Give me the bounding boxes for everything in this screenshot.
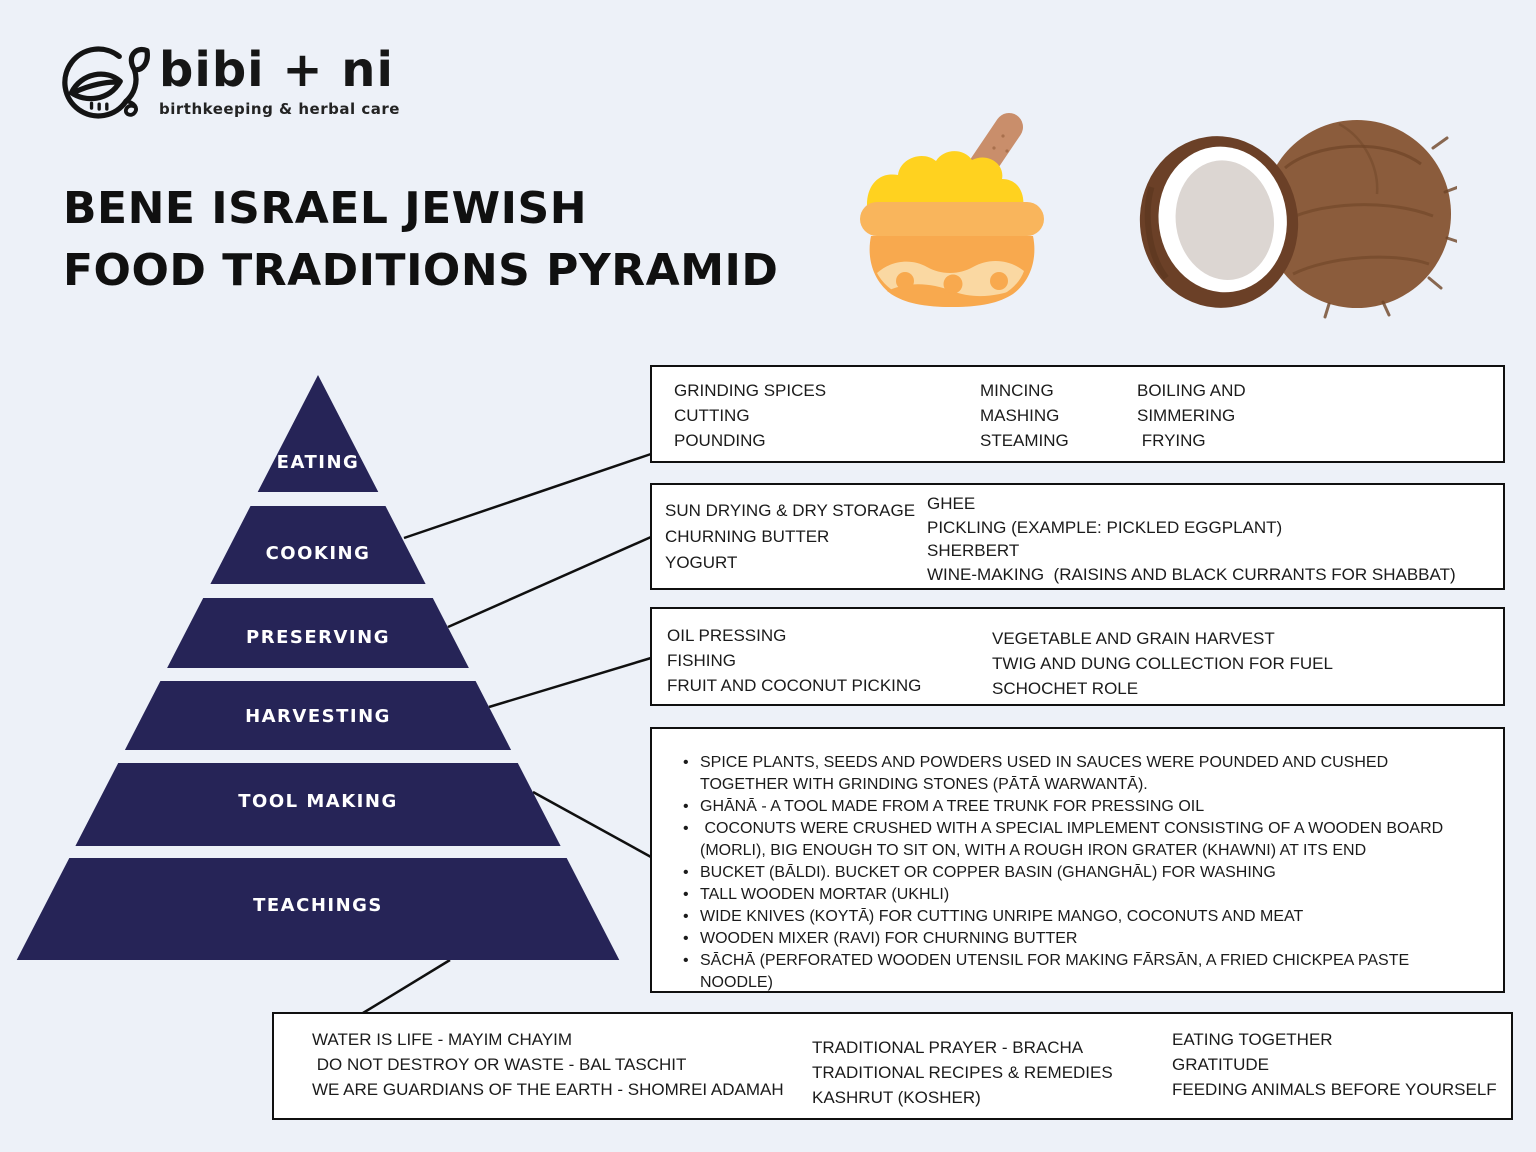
tool-making-box: SPICE PLANTS, SEEDS AND POWDERS USED IN … xyxy=(650,727,1505,993)
pyramid-level-tool-making xyxy=(75,763,561,846)
connector-harvesting xyxy=(488,656,652,709)
harvesting-activity: FRUIT AND COCONUT PICKING xyxy=(667,676,922,695)
cooking-methods-box: GRINDING SPICES CUTTING POUNDING MINCING MA… xyxy=(650,365,1505,463)
preserving-method: CHURNING BUTTER xyxy=(665,527,830,546)
cooking-col-1: GRINDING SPICES CUTTING POUNDING xyxy=(674,378,980,472)
tool-making-bullet: BUCKET (BĀLDI). BUCKET OR COPPER BASIN (… xyxy=(678,862,1479,884)
harvesting-activity: TWIG AND DUNG COLLECTION FOR FUEL xyxy=(992,654,1333,673)
cooking-col-3: BOILING AND SIMMERING FRYING xyxy=(1137,378,1287,472)
tool-making-bullet: WIDE KNIVES (KOYTĀ) FOR CUTTING UNRIPE M… xyxy=(678,906,1479,928)
teachings-col-3: EATING TOGETHER GRATITUDE FEEDING ANIMALS … xyxy=(1172,1014,1511,1118)
cooking-method: FRYING xyxy=(1137,431,1206,450)
teaching: TRADITIONAL PRAYER - BRACHA xyxy=(812,1038,1084,1057)
harvesting-col-2: VEGETABLE AND GRAIN HARVEST TWIG AND DUNG… xyxy=(992,609,1503,704)
page-title: BENE ISRAEL JEWISH FOOD TRADITIONS PYRAM… xyxy=(63,178,778,302)
pyramid-level-harvesting xyxy=(124,681,512,750)
pyramid-level-cooking xyxy=(210,506,426,584)
teaching: EATING TOGETHER xyxy=(1172,1030,1333,1049)
bowl-with-spoon-icon xyxy=(860,113,1044,307)
harvesting-activities-box: OIL PRESSING FISHING FRUIT AND COCONUT PIC… xyxy=(650,607,1505,706)
preserving-methods-box: SUN DRYING & DRY STORAGE CHURNING BUTTER Y… xyxy=(650,483,1505,590)
preserving-method: PICKLING (EXAMPLE: PICKLED EGGPLANT) xyxy=(927,517,1283,537)
harvesting-col-1: OIL PRESSING FISHING FRUIT AND COCONUT PIC… xyxy=(667,609,992,704)
cooking-col-2: MINCING MASHING STEAMING xyxy=(980,378,1137,472)
tool-making-bullet: WOODEN MIXER (RAVI) FOR CHURNING BUTTER xyxy=(678,928,1479,950)
teaching: TRADITIONAL RECIPES & REMEDIES xyxy=(812,1063,1113,1082)
title-line-2: FOOD TRADITIONS PYRAMID xyxy=(63,245,779,296)
logo-text: bibi + ni birthkeeping & herbal care xyxy=(159,44,400,118)
logo: bibi + ni birthkeeping & herbal care xyxy=(55,44,400,130)
teachings-col-1: WATER IS LIFE - MAYIM CHAYIM DO NOT DEST… xyxy=(312,1014,812,1118)
title-line-1: BENE ISRAEL JEWISH xyxy=(63,183,588,234)
tool-making-bullet: SĀCHĀ (PERFORATED WOODEN UTENSIL FOR MAK… xyxy=(678,950,1479,994)
cooking-method: POUNDING xyxy=(674,431,766,450)
teachings-box: WATER IS LIFE - MAYIM CHAYIM DO NOT DEST… xyxy=(272,1012,1513,1120)
pyramid-label-eating: EATING xyxy=(276,452,360,473)
harvesting-activity: SCHOCHET ROLE xyxy=(992,679,1139,698)
teaching: GRATITUDE xyxy=(1172,1055,1269,1074)
teaching: DO NOT DESTROY OR WASTE - BAL TASCHIT xyxy=(312,1055,687,1074)
tool-making-bullet: COCONUTS WERE CRUSHED WITH A SPECIAL IMP… xyxy=(678,818,1479,862)
connector-preserving xyxy=(447,535,652,629)
harvesting-activity: FISHING xyxy=(667,651,736,670)
logo-name: bibi + ni xyxy=(159,42,394,98)
cooking-method: STEAMING xyxy=(980,431,1069,450)
harvesting-activity: VEGETABLE AND GRAIN HARVEST xyxy=(992,629,1275,648)
teaching: KASHRUT (KOSHER) xyxy=(812,1088,981,1107)
pyramid-label-cooking: COOKING xyxy=(265,543,371,564)
pyramid-label-tool-making: TOOL MAKING xyxy=(238,791,398,812)
pyramid-level-eating xyxy=(257,375,379,492)
harvesting-activity: OIL PRESSING xyxy=(667,626,787,645)
cooking-method: BOILING AND SIMMERING xyxy=(1137,381,1251,425)
tool-making-bullet: TALL WOODEN MORTAR (UKHLI) xyxy=(678,884,1479,906)
preserving-method: SUN DRYING & DRY STORAGE xyxy=(665,501,916,520)
logo-tagline: birthkeeping & herbal care xyxy=(159,100,400,118)
leaf-belly-emblem-icon xyxy=(62,46,150,119)
connector-tool-making xyxy=(532,790,652,859)
preserving-method: YOGURT xyxy=(665,553,738,572)
preserving-col-2: GHEE PICKLING (EXAMPLE: PICKLED EGGPLANT)… xyxy=(927,485,1503,588)
cooking-method: GRINDING SPICES xyxy=(674,381,827,400)
preserving-col-1: SUN DRYING & DRY STORAGE CHURNING BUTTER Y… xyxy=(665,485,927,588)
pyramid-level-teachings xyxy=(16,858,620,960)
teaching: WATER IS LIFE - MAYIM CHAYIM xyxy=(312,1030,573,1049)
coconut-icon xyxy=(1139,120,1457,319)
cooking-method: CUTTING xyxy=(674,406,750,425)
tool-making-bullet: SPICE PLANTS, SEEDS AND POWDERS USED IN … xyxy=(678,752,1479,796)
connector-cooking xyxy=(403,452,652,540)
connector-lines xyxy=(362,452,652,1015)
teaching: WE ARE GUARDIANS OF THE EARTH - SHOMREI … xyxy=(312,1080,784,1099)
teachings-col-2: TRADITIONAL PRAYER - BRACHA TRADITIONAL R… xyxy=(812,1014,1172,1118)
preserving-method: GHEE xyxy=(927,494,976,513)
pyramid-label-harvesting: HARVESTING xyxy=(245,706,391,727)
connector-teachings xyxy=(362,958,451,1015)
pyramid-level-preserving xyxy=(167,598,469,668)
cooking-method: MINCING xyxy=(980,381,1054,400)
preserving-method: SHERBERT xyxy=(927,541,1020,560)
teaching: FEEDING ANIMALS BEFORE YOURSELF xyxy=(1172,1080,1497,1099)
tool-making-bullet: GHĀNĀ - A TOOL MADE FROM A TREE TRUNK FO… xyxy=(678,796,1479,818)
preserving-method: WINE-MAKING (RAISINS AND BLACK CURRANTS … xyxy=(927,564,1456,584)
cooking-method: MASHING xyxy=(980,406,1060,425)
pyramid-label-preserving: PRESERVING xyxy=(246,627,390,648)
pyramid-label-teachings: TEACHINGS xyxy=(253,895,383,916)
